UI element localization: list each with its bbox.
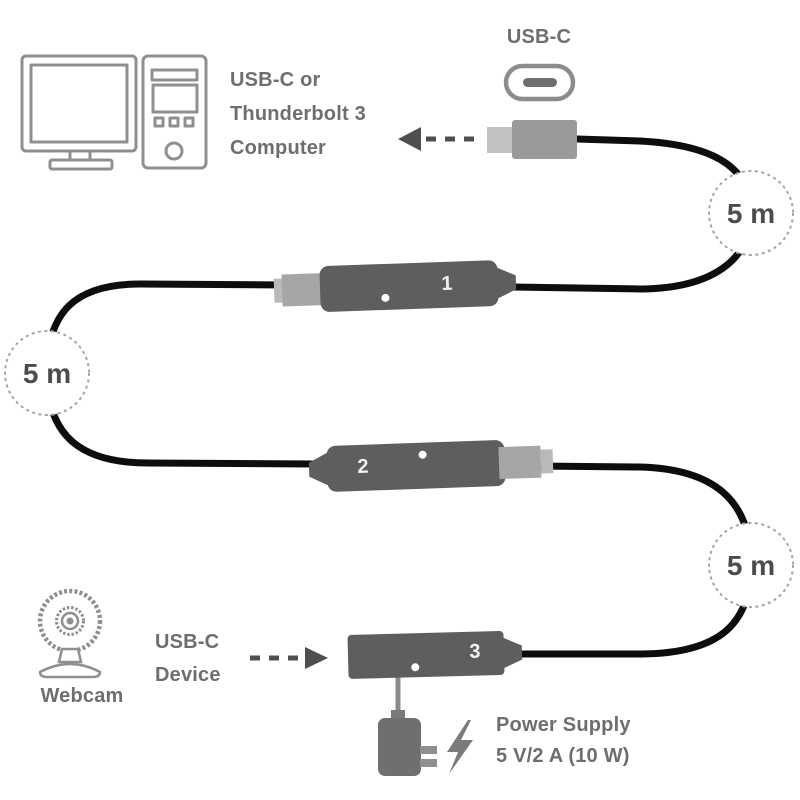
tower-button-1 [153, 116, 165, 128]
length-label-top-right: 5 m [727, 198, 775, 229]
module-1-tip [493, 266, 517, 301]
webcam-neck [57, 647, 83, 664]
webcam-lens-center [66, 617, 74, 625]
module-2-led [418, 450, 427, 459]
usb-c-device-label: USB-C Device [155, 631, 221, 686]
desktop-computer-icon [20, 54, 208, 171]
tower-power-button [164, 141, 184, 161]
arrow-to-device-icon [250, 647, 328, 669]
cable-runs [43, 135, 755, 658]
usb-c-port-label: USB-C [506, 26, 572, 48]
module-1-number: 1 [441, 273, 453, 295]
module-2-connector [540, 449, 554, 474]
webcam-lens-inner [60, 611, 80, 631]
repeater-module-1: 1 [273, 260, 517, 312]
length-badge-left [4, 330, 90, 416]
arrow-to-computer-icon [398, 127, 480, 151]
usb-c-plug-icon [487, 120, 577, 159]
tower-button-3 [183, 116, 195, 128]
length-badge-top-right [708, 170, 794, 256]
length-badge-bottom-right [708, 522, 794, 608]
repeater-module-2: 2 [308, 440, 554, 492]
webcam-lens-outer [55, 606, 85, 636]
module-2-body [326, 440, 506, 492]
webcam-icon [37, 588, 103, 679]
module-1-body [319, 260, 499, 312]
monitor-screen [29, 63, 129, 144]
tower-drive [151, 83, 199, 114]
usb-c-connector-icon [503, 63, 576, 102]
module-2-connector-body [498, 445, 542, 480]
length-label-bottom-right: 5 m [727, 550, 775, 581]
computer-label: USB-C or Thunderbolt 3 Computer [230, 69, 366, 159]
module-1-connector-body [281, 273, 327, 307]
repeater-module-3: 3 [347, 631, 523, 679]
module-3-number: 3 [469, 641, 481, 663]
module-3-tip [501, 636, 523, 669]
module-2-tip [308, 452, 330, 486]
module-3-body [347, 631, 505, 679]
webcam-base [38, 662, 102, 679]
length-label-left: 5 m [23, 358, 71, 389]
webcam-label: Webcam [40, 685, 124, 707]
module-3-led [411, 663, 420, 672]
power-adapter-icon [378, 710, 437, 776]
tower-button-2 [168, 116, 180, 128]
length-badges: 5 m 5 m 5 m [4, 170, 794, 608]
module-2-number: 2 [357, 456, 369, 478]
monitor-base [48, 158, 114, 171]
lightning-bolt-icon [447, 720, 473, 774]
power-supply-label: Power Supply 5 V/2 A (10 W) [496, 714, 631, 767]
tower-slot [150, 68, 199, 82]
module-1-led [381, 293, 390, 302]
